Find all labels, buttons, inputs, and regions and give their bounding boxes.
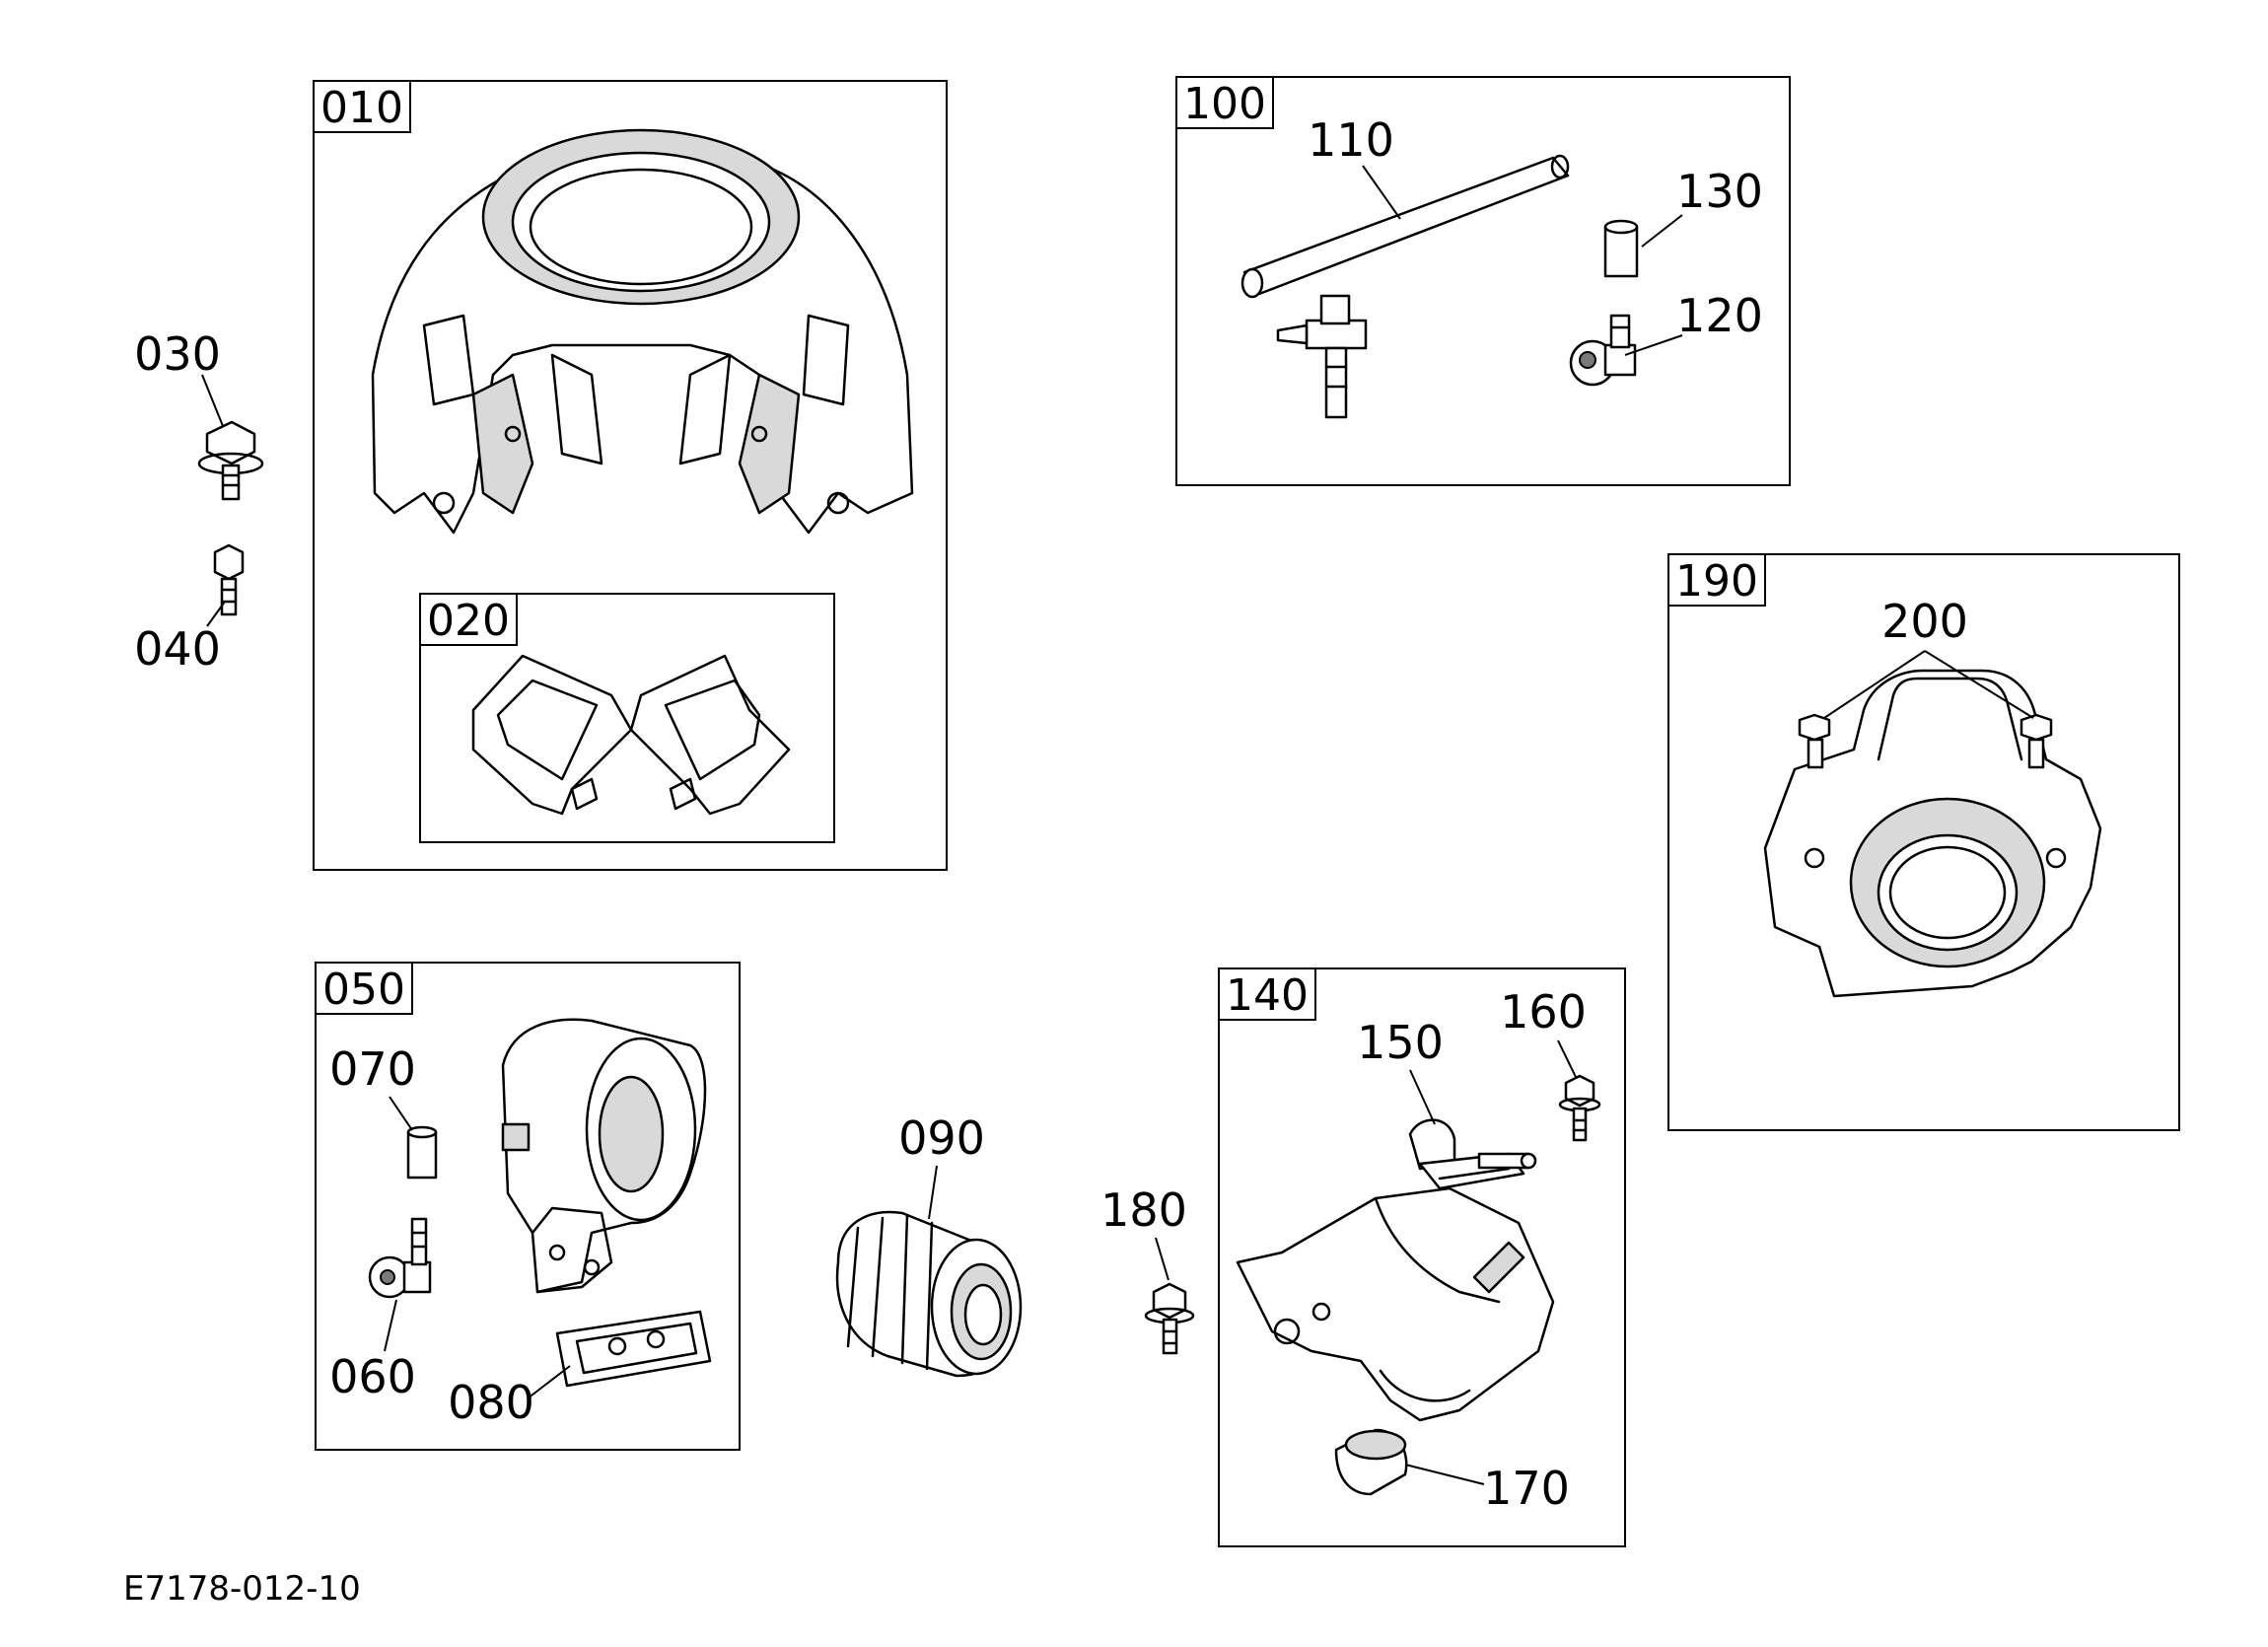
leader-070 [389, 1096, 413, 1131]
leader-080 [527, 1365, 571, 1399]
bolt-160[interactable] [1558, 1074, 1601, 1142]
group-190-tag-box [1667, 553, 1766, 607]
group-010: 010 020 [313, 80, 948, 871]
group-050-tag-box [315, 962, 413, 1015]
fitting-120[interactable] [1569, 314, 1637, 387]
callout-030: 030 [134, 327, 221, 381]
callout-170: 170 [1483, 1462, 1570, 1515]
group-190-tag: 190 [1675, 556, 1758, 607]
callout-060: 060 [329, 1350, 416, 1403]
group-100-tag: 100 [1183, 79, 1266, 129]
fan-guide[interactable] [1236, 1186, 1555, 1422]
group-020-tag-box [419, 593, 518, 646]
group-100-tag-box [1175, 76, 1274, 129]
group-010-frame [313, 80, 948, 871]
callout-120: 120 [1676, 289, 1763, 342]
filter-element-090[interactable] [835, 1210, 1023, 1378]
air-cleaner-body[interactable] [501, 1018, 707, 1294]
leader-170 [1404, 1464, 1485, 1485]
group-050: 050 070 060 [315, 962, 741, 1451]
bolt-030[interactable] [197, 420, 264, 501]
blower-housing[interactable] [371, 128, 914, 535]
callout-130: 130 [1676, 165, 1763, 218]
group-140-tag: 140 [1226, 970, 1309, 1021]
callout-160: 160 [1500, 985, 1587, 1038]
leader-200-right [1924, 650, 2034, 719]
fitting-060[interactable] [368, 1217, 432, 1299]
pipe-bracket-150[interactable] [1408, 1118, 1537, 1190]
spacer-070[interactable] [406, 1125, 438, 1180]
group-050-tag: 050 [322, 965, 405, 1015]
callout-090: 090 [898, 1111, 985, 1165]
leader-110 [1362, 165, 1401, 220]
screw-200-left[interactable] [1798, 713, 1831, 769]
bolt-040[interactable] [213, 543, 245, 616]
leader-200-left [1823, 650, 1926, 719]
leader-040 [206, 601, 226, 627]
group-140-frame [1218, 967, 1626, 1547]
group-020-tag: 020 [427, 596, 510, 646]
leader-160 [1557, 1039, 1577, 1078]
callout-070: 070 [329, 1042, 416, 1096]
callout-110: 110 [1308, 113, 1394, 167]
air-guide-right[interactable] [629, 654, 791, 816]
fan-cover[interactable] [1763, 669, 2102, 998]
leader-150 [1409, 1069, 1436, 1125]
air-guide-left[interactable] [471, 654, 633, 816]
callout-180: 180 [1100, 1183, 1187, 1237]
callout-040: 040 [134, 622, 221, 676]
leader-130 [1641, 214, 1683, 248]
drawing-code: E7178-012-10 [123, 1569, 361, 1609]
leader-180 [1155, 1237, 1169, 1281]
callout-200: 200 [1881, 595, 1968, 648]
bolt-180[interactable] [1144, 1282, 1195, 1355]
screw-200-right[interactable] [2020, 713, 2053, 769]
group-010-tag: 010 [320, 83, 403, 133]
leader-090 [928, 1165, 938, 1220]
leader-120 [1624, 334, 1683, 356]
callout-150: 150 [1357, 1016, 1444, 1069]
leader-060 [384, 1299, 397, 1352]
grommet-170[interactable] [1334, 1428, 1408, 1496]
group-050-frame [315, 962, 741, 1451]
group-140-tag-box [1218, 967, 1316, 1021]
group-190: 190 200 [1667, 553, 2180, 1131]
group-020-frame [419, 593, 835, 843]
gasket-080[interactable] [555, 1310, 712, 1388]
group-190-frame [1667, 553, 2180, 1131]
group-020: 020 [419, 593, 835, 843]
leader-030 [201, 374, 224, 427]
fitting-elbow-left[interactable] [1276, 294, 1368, 419]
spacer-130[interactable] [1603, 219, 1639, 278]
group-100: 100 110 130 120 [1175, 76, 1791, 486]
group-010-tag-box [313, 80, 411, 133]
callout-080: 080 [448, 1376, 534, 1429]
hose-110[interactable] [1240, 154, 1570, 299]
group-100-frame [1175, 76, 1791, 486]
group-140: 140 150 160 [1218, 967, 1626, 1547]
